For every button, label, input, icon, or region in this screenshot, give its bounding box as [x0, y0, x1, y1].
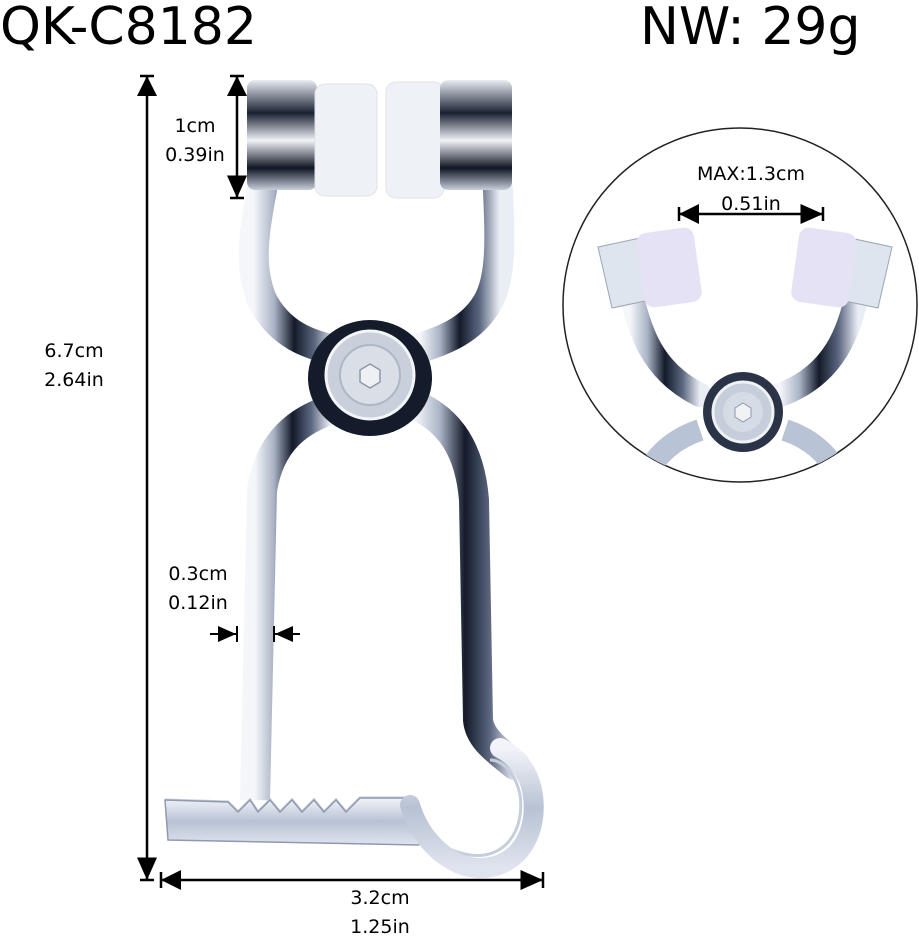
- total-width-in: 1.25in: [350, 916, 410, 938]
- total-width-label: 3.2cm 1.25in: [340, 884, 420, 942]
- dimension-total-length: [137, 74, 157, 882]
- pad-height-label: 1cm 0.39in: [158, 112, 232, 170]
- total-width-cm: 3.2cm: [350, 887, 410, 909]
- total-length-in: 2.64in: [44, 369, 104, 391]
- model-code: QK-C8182: [0, 0, 257, 57]
- pad-height-in: 0.39in: [165, 144, 225, 166]
- arm-thickness-label: 0.3cm 0.12in: [160, 560, 236, 618]
- dimension-total-width: [159, 870, 545, 890]
- dimension-pad-height: [227, 74, 247, 200]
- pad-height-cm: 1cm: [174, 115, 216, 137]
- arm-thickness-cm: 0.3cm: [168, 563, 228, 585]
- max-opening-in: 0.51in: [721, 193, 781, 215]
- clamp-tool: [164, 80, 544, 879]
- dimension-arm-thickness: [210, 626, 300, 642]
- total-length-cm: 6.7cm: [44, 340, 104, 362]
- detail-inset: [562, 127, 918, 483]
- net-weight: NW: 29g: [640, 0, 861, 57]
- arm-thickness-in: 0.12in: [168, 592, 228, 614]
- max-opening-label: MAX:1.3cm 0.51in: [676, 159, 826, 219]
- total-length-label: 6.7cm 2.64in: [34, 337, 114, 395]
- max-opening-cm: MAX:1.3cm: [697, 163, 805, 185]
